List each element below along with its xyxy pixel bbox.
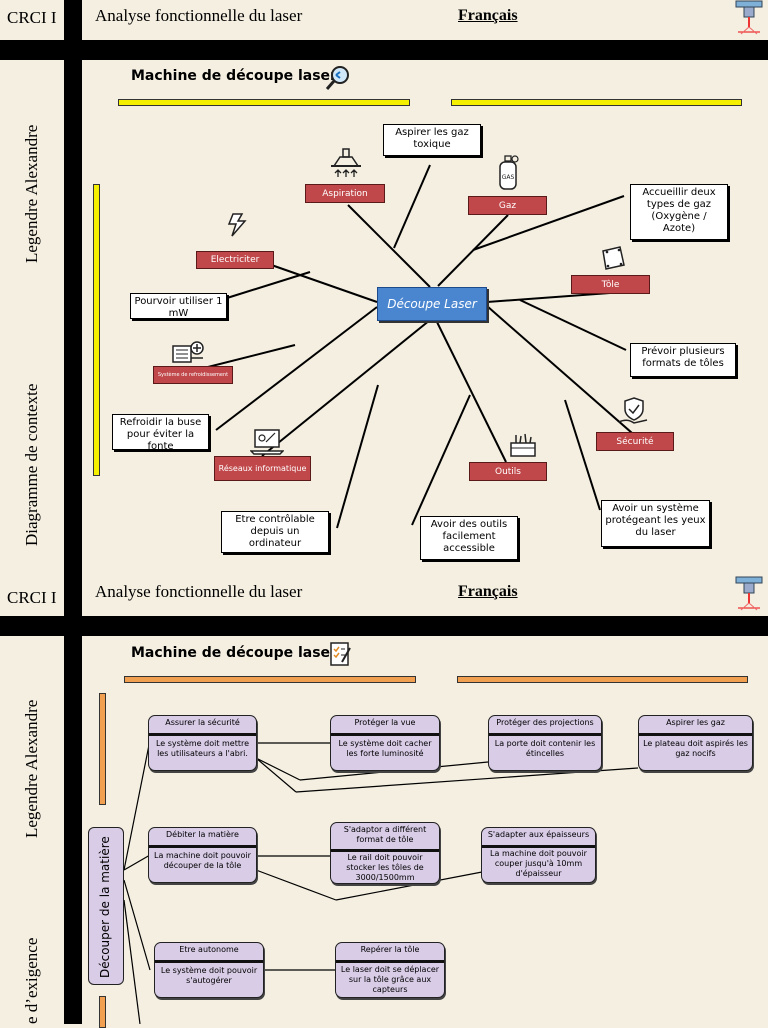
req-proteger-projections: Protéger des projections La porte doit c…: [488, 715, 602, 771]
laptop-icon: [250, 429, 284, 455]
label-electricite: Electriciter: [196, 251, 274, 269]
req-proteger-vue: Protéger la vue Le système doit cacher l…: [330, 715, 440, 771]
magnifier-icon: [325, 66, 349, 90]
note-controle-ordinateur: Etre contrôlable depuis un ordinateur: [221, 511, 329, 553]
note-puissance: Pourvoir utiliser 1 mW: [130, 293, 227, 319]
req-epaisseurs: S'adapter aux épaisseurs La machine doit…: [481, 827, 596, 883]
divider-band-2: [0, 616, 768, 636]
label-tole: Tôle: [571, 275, 650, 294]
req-title: Protéger des projections: [489, 716, 601, 736]
side-orange-bar: [99, 693, 106, 805]
vertical-divider-2: [64, 636, 82, 1024]
req-autonome: Etre autonome Le système doit pouvoir s'…: [154, 942, 264, 998]
header-crci-2: CRCI I: [7, 588, 57, 607]
hood-icon: [331, 148, 361, 177]
req-aspirer-gaz: Aspirer les gaz Le plateau doit aspirés …: [638, 715, 753, 771]
lightning-icon: [227, 213, 247, 237]
req-desc: La porte doit contenir les étincelles: [494, 739, 596, 758]
label-reseau: Réseaux informatique: [214, 456, 311, 481]
requirement-title: Machine de découpe laser: [131, 645, 337, 661]
req-title: Repérer la tôle: [336, 943, 444, 963]
label-refroidissement: Système de refroidissement: [153, 366, 233, 384]
req-desc: Le système doit pouvoir s'autogérer: [160, 966, 258, 985]
header-crci: CRCI I: [7, 8, 57, 27]
root-requirement-label: Découper de la matière: [98, 836, 112, 978]
side-column-2: [0, 636, 64, 1024]
req-title: Protéger la vue: [331, 716, 439, 736]
title-underline-left-2: [124, 676, 416, 683]
req-title: S'adapter aux épaisseurs: [482, 828, 595, 848]
note-outils-accessible: Avoir des outils facilement accessible: [420, 516, 518, 560]
req-desc: La machine doit pouvoir couper jusqu'à 1…: [490, 849, 587, 878]
label-outils: Outils: [469, 462, 547, 481]
vertical-divider-top: [64, 0, 82, 40]
laser-logo-icon: [735, 0, 763, 35]
note-refroidir-buse: Refroidir la buse pour éviter la fonte: [112, 414, 209, 450]
req-desc: Le système doit cacher les forte luminos…: [338, 739, 432, 758]
req-debiter-matiere: Débiter la matière La machine doit pouvo…: [148, 827, 257, 883]
svg-text:GAS: GAS: [502, 174, 515, 181]
req-desc: Le rail doit pouvoir stocker les tôles d…: [346, 853, 424, 882]
req-desc: Le plateau doit aspirés les gaz nocifs: [643, 739, 748, 758]
label-aspiration: Aspiration: [305, 184, 385, 203]
toolbox-icon: [510, 433, 536, 457]
gas-cylinder-icon: GAS: [499, 155, 519, 190]
header-title: Analyse fonctionnelle du laser: [95, 6, 303, 25]
vertical-divider: [64, 60, 82, 576]
header-title-2: Analyse fonctionnelle du laser: [95, 582, 303, 601]
root-requirement: Découper de la matière: [88, 827, 124, 985]
note-aspirer-gaz: Aspirer les gaz toxique: [383, 124, 481, 156]
center-node: Découpe Laser: [377, 287, 487, 321]
req-title: Etre autonome: [155, 943, 263, 963]
req-desc: Le laser doit se déplacer sur la tôle gr…: [340, 965, 440, 994]
req-title: Aspirer les gaz: [639, 716, 752, 736]
title-underline-left: [118, 99, 410, 106]
label-gaz: Gaz: [468, 196, 547, 215]
req-desc: La machine doit pouvoir découper de la t…: [154, 851, 251, 870]
req-assurer-securite: Assurer la sécurité Le système doit mett…: [148, 715, 257, 771]
cooling-unit-icon: [172, 341, 204, 363]
header-bar: CRCI I Analyse fonctionnelle du laser Fr…: [0, 0, 768, 40]
side-column: [0, 60, 64, 576]
side-yellow-bar: [93, 184, 100, 476]
req-title: Assurer la sécurité: [149, 716, 256, 736]
req-format-tole: S'adaptor a différent format de tôle Le …: [330, 822, 440, 884]
title-underline-right-2: [457, 676, 748, 683]
context-title: Machine de découpe laser: [131, 68, 337, 84]
note-formats-toles: Prévoir plusieurs formats de tôles: [630, 343, 736, 377]
laser-logo-icon-2: [735, 576, 763, 611]
vertical-divider-top-2: [64, 576, 82, 616]
shield-hand-icon: [618, 397, 648, 424]
sheet-icon: [602, 246, 625, 270]
divider-band: [0, 40, 768, 60]
header-language-2: Français: [458, 583, 518, 600]
req-desc: Le système doit mettre les utilisateurs …: [155, 739, 250, 758]
checklist-icon: [330, 642, 351, 666]
req-title: S'adaptor a différent format de tôle: [331, 823, 439, 852]
note-protection-yeux: Avoir un système protégeant les yeux du …: [601, 500, 710, 547]
title-underline-right: [451, 99, 742, 106]
header-bar-2: CRCI I Analyse fonctionnelle du laser Fr…: [0, 576, 768, 616]
note-accueillir-gaz: Accueillir deux types de gaz (Oxygène / …: [630, 184, 728, 240]
header-language: Français: [458, 7, 518, 24]
req-title: Débiter la matière: [149, 828, 256, 848]
label-securite: Sécurité: [596, 432, 674, 451]
req-reperer-tole: Repérer la tôle Le laser doit se déplace…: [335, 942, 445, 998]
